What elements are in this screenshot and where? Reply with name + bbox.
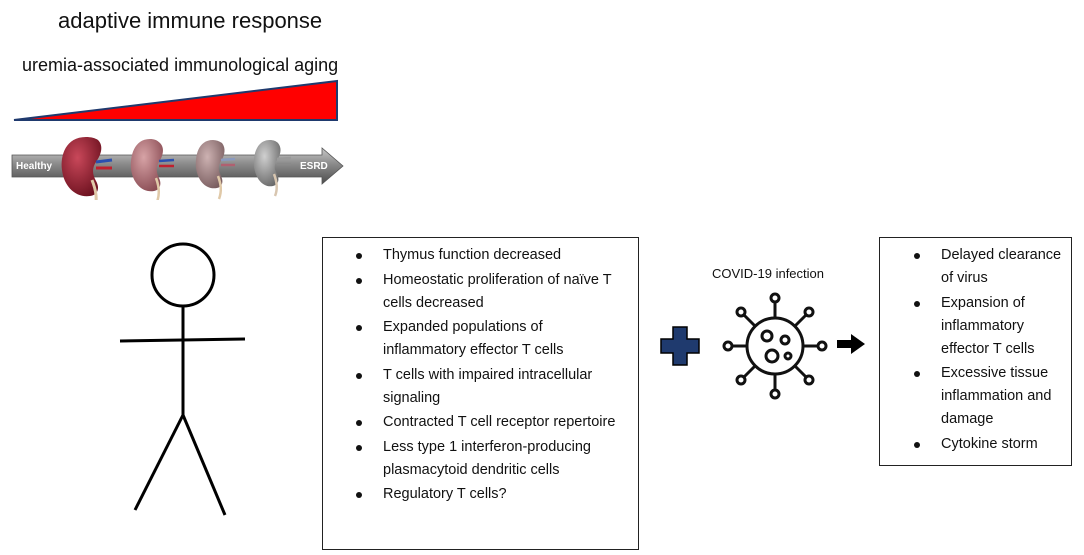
- list-item: Thymus function decreased: [356, 244, 628, 267]
- kidney-icon-stage-2: [130, 139, 175, 200]
- list-item: Excessive tissue inflammation and damage: [914, 362, 1069, 431]
- list-item: Regulatory T cells?: [356, 483, 628, 506]
- result-arrow-icon: [837, 334, 865, 354]
- stick-figure-icon: [119, 242, 246, 516]
- plus-icon: [660, 326, 700, 366]
- kidney-icon-healthy: [61, 137, 113, 200]
- diagram-title: adaptive immune response: [58, 8, 323, 33]
- list-item: Delayed clearance of virus: [914, 244, 1069, 290]
- arrow-end-label: ESRD: [300, 161, 328, 172]
- aging-wedge: [13, 79, 338, 121]
- kidney-icon-stage-3: [195, 140, 236, 200]
- outcomes-list: Delayed clearance of virus Expansion of …: [914, 244, 1069, 457]
- list-item: Less type 1 interferon-producing plasmac…: [356, 436, 628, 482]
- list-item: Contracted T cell receptor repertoire: [356, 411, 628, 434]
- outcomes-box: Delayed clearance of virus Expansion of …: [879, 237, 1072, 466]
- host-changes-list: Thymus function decreased Homeostatic pr…: [356, 244, 628, 508]
- progression-arrow: [11, 147, 344, 185]
- virus-icon: [722, 292, 828, 400]
- list-item: Cytokine storm: [914, 433, 1069, 456]
- kidney-icon-stage-4: [253, 140, 292, 197]
- arrow-start-label: Healthy: [16, 161, 53, 172]
- list-item: Expanded populations of inflammatory eff…: [356, 316, 628, 362]
- list-item: Expansion of inflammatory effector T cel…: [914, 292, 1069, 361]
- aging-progression-graphic: Healthy ESRD: [11, 79, 344, 200]
- list-item: Homeostatic proliferation of naïve T cel…: [356, 269, 628, 315]
- list-item: T cells with impaired intracellular sign…: [356, 364, 628, 410]
- diagram-subtitle: uremia-associated immunological aging: [22, 55, 339, 75]
- host-changes-box: Thymus function decreased Homeostatic pr…: [322, 237, 639, 550]
- covid-infection-label: COVID-19 infection: [712, 266, 824, 281]
